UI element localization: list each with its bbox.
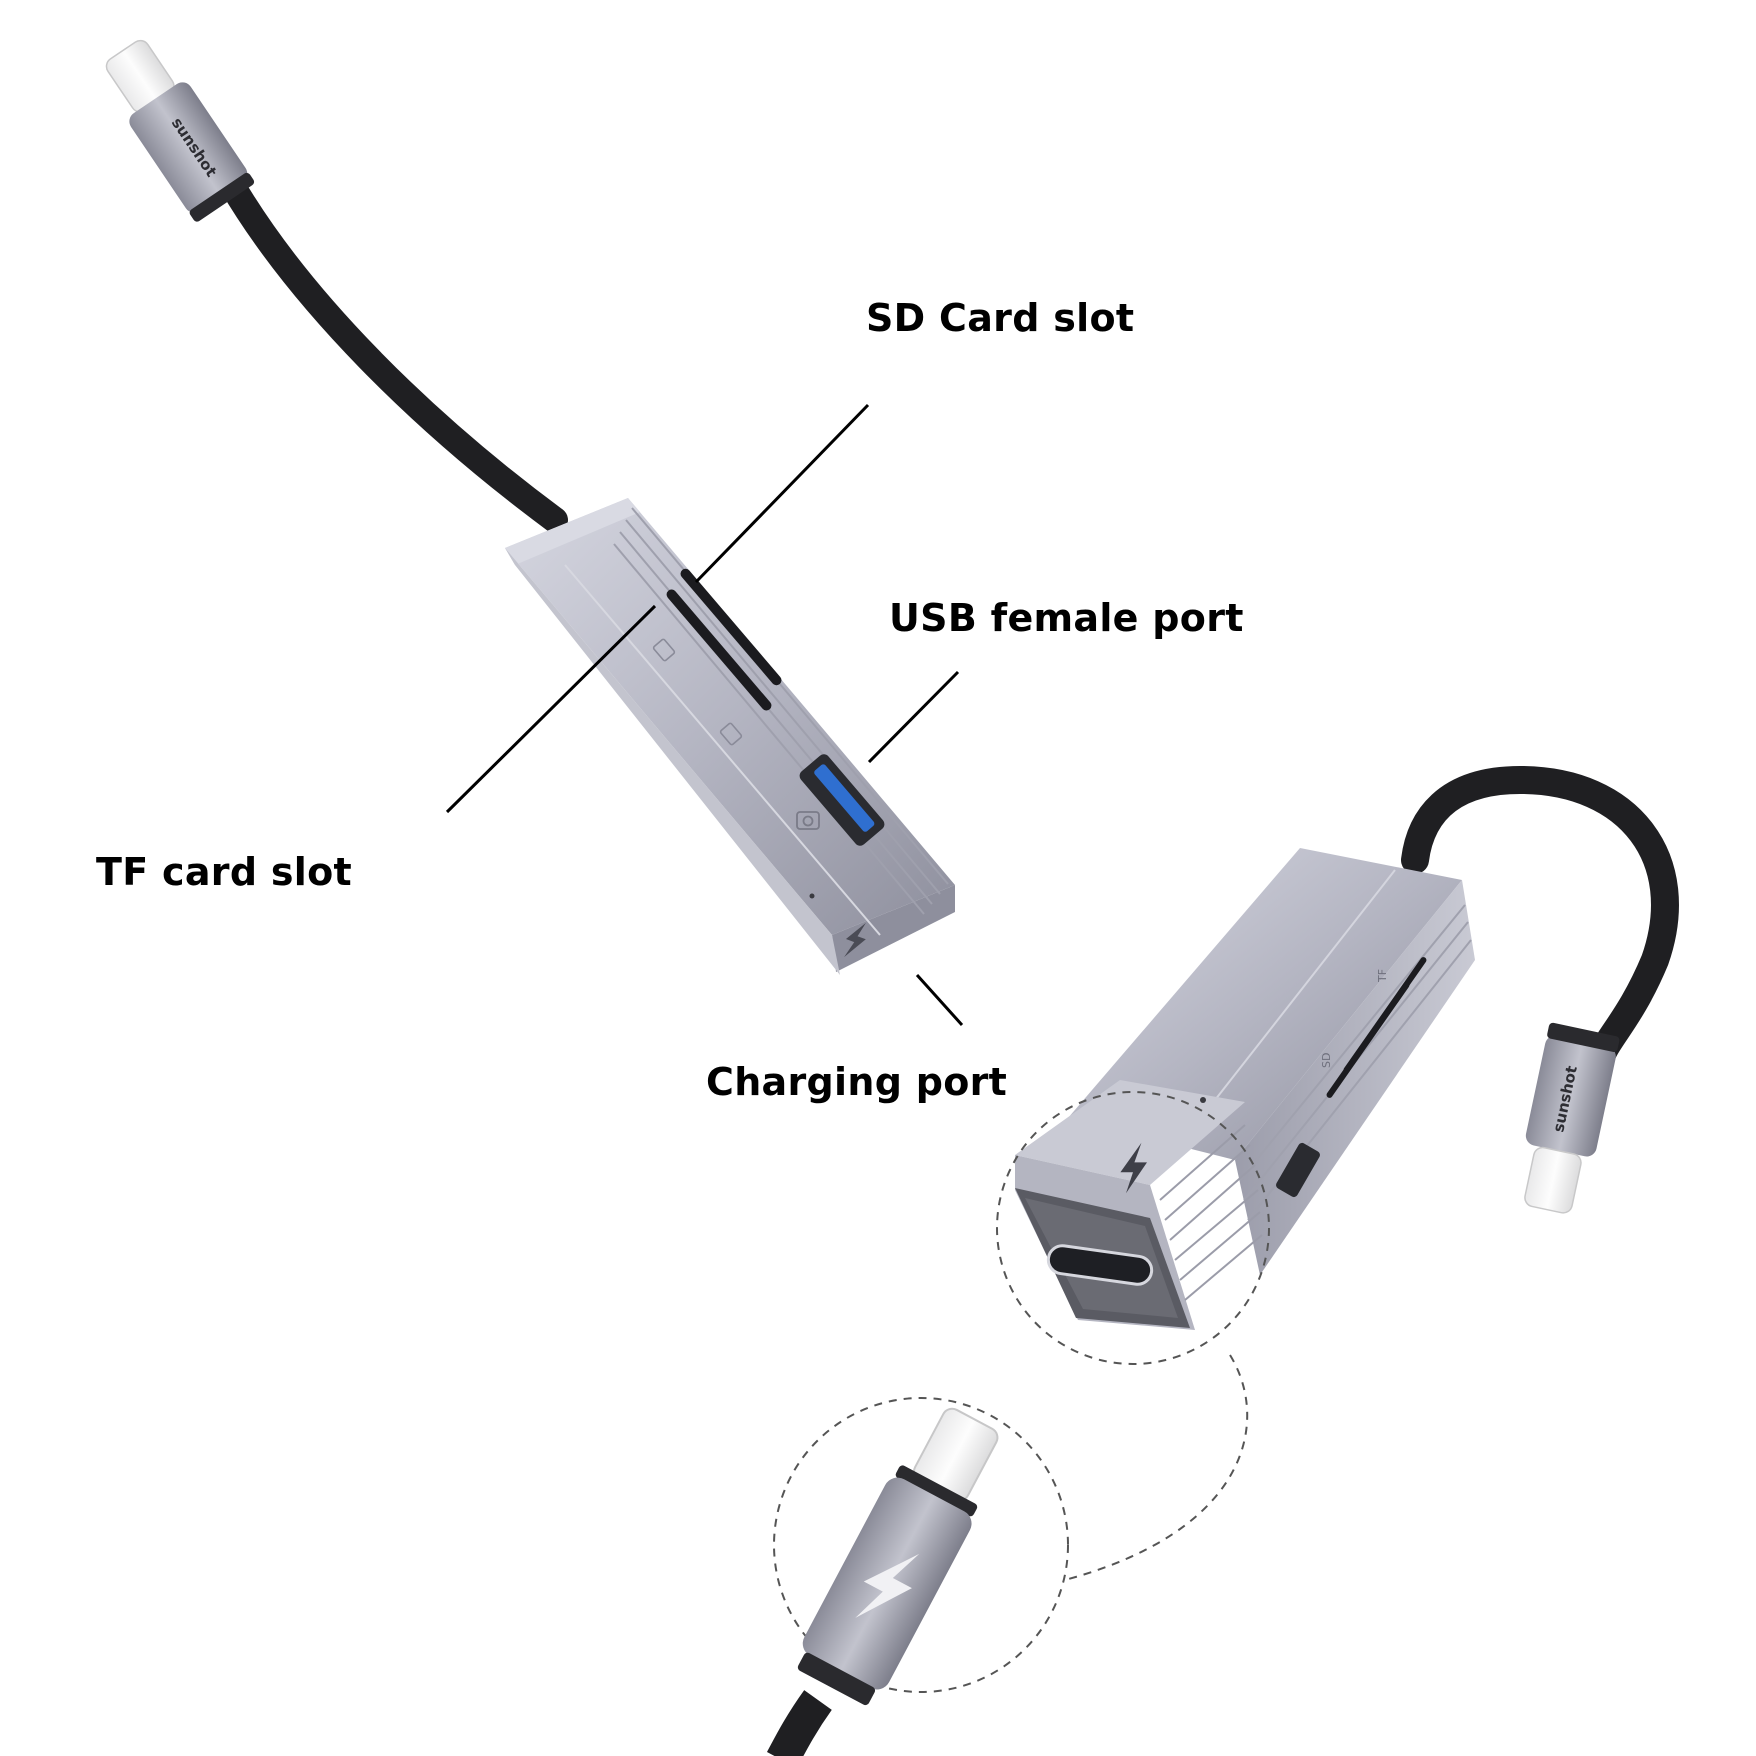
- right-sd-marking: SD: [1320, 1053, 1333, 1068]
- left-lightning-plug: sunshot: [105, 39, 255, 222]
- right-tf-marking: TF: [1376, 969, 1389, 983]
- right-lightning-plug: sunshot: [1524, 1022, 1620, 1214]
- right-indicator-dot: [1200, 1097, 1206, 1103]
- right-usb-port: [1276, 1142, 1320, 1198]
- right-lightning-icon: [1120, 1142, 1147, 1194]
- tf-card-icon: [652, 638, 676, 662]
- left-hub-body: [505, 498, 955, 975]
- right-hub-top: [1068, 848, 1462, 1160]
- usb-leader-line: [867, 670, 960, 764]
- lightning-icon: [844, 922, 866, 958]
- camera-icon: [796, 811, 820, 830]
- charging-leader-line: [915, 973, 964, 1027]
- usb-female-port-label: USB female port: [889, 596, 1244, 640]
- lightning-cable-zoom-circle: [773, 1397, 1069, 1693]
- left-usb-port: [799, 754, 885, 846]
- sd-card-icon: [719, 722, 743, 746]
- right-adapter: TF SD sunshot: [1015, 765, 1679, 1330]
- charging-cable: [766, 1407, 999, 1756]
- left-adapter-cable: [219, 172, 568, 533]
- zoom-connector-dashed: [1064, 1354, 1249, 1581]
- right-hub-endcap-top: [1015, 1080, 1245, 1185]
- charging-port-opening: [1046, 1244, 1154, 1286]
- sd-card-slot-label: SD Card slot: [866, 296, 1135, 340]
- charging-port-label: Charging port: [706, 1060, 1008, 1104]
- left-tf-slot: [666, 589, 772, 711]
- cable-lightning-icon: [855, 1553, 920, 1618]
- sd-leader-line: [694, 403, 870, 584]
- tf-leader-line: [445, 604, 657, 814]
- left-adapter: sunshot: [105, 39, 955, 975]
- tf-card-slot-label: TF card slot: [96, 850, 352, 894]
- right-adapter-cable: [1401, 765, 1679, 1074]
- left-indicator-dot: [809, 893, 815, 899]
- charging-port-zoom-circle: [996, 1091, 1270, 1365]
- left-sd-slot: [680, 568, 782, 686]
